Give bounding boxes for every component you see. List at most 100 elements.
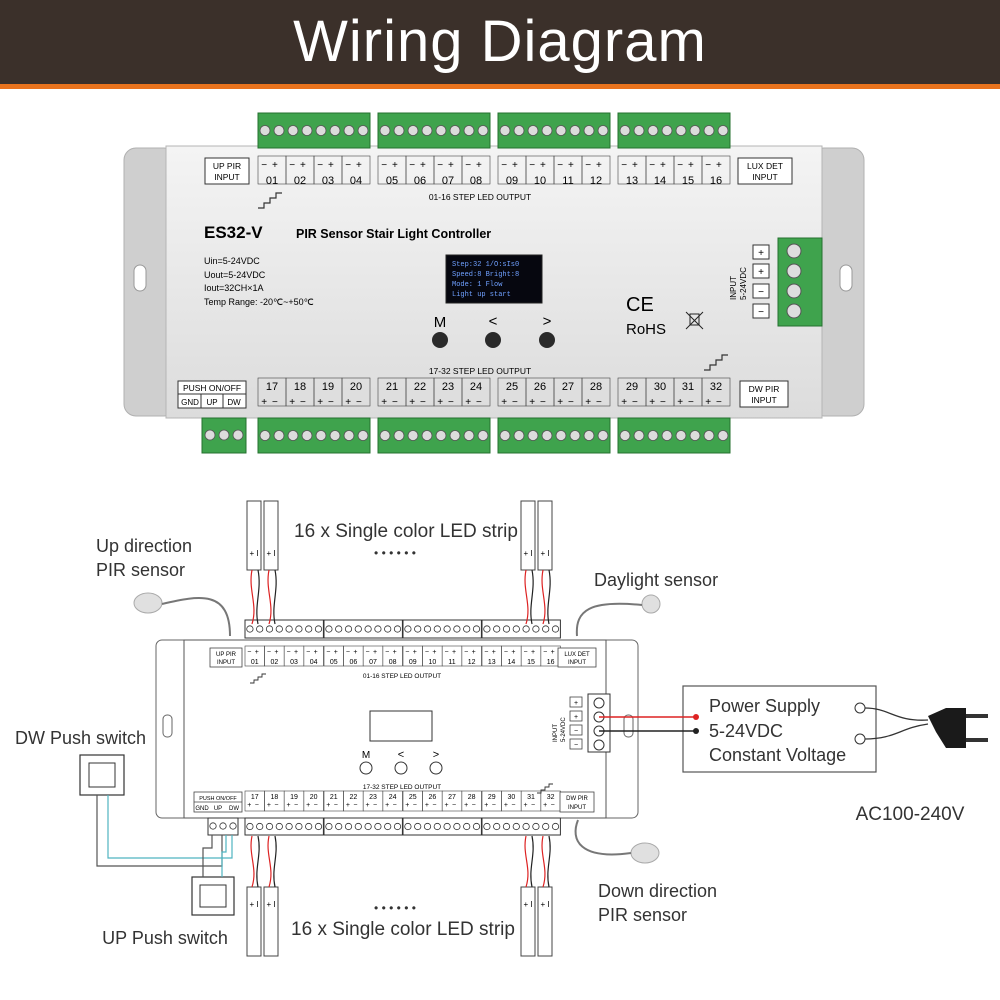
schematic-bottom-polarity-label: +− — [464, 802, 479, 809]
lux-det-label: LUX DET — [747, 161, 783, 171]
left-ear-slot — [133, 264, 147, 292]
schematic-bottom-polarity-label: +− — [405, 802, 420, 809]
photo-top-terminal-block-1[interactable] — [257, 112, 371, 149]
bottom-strip-label: 16 x Single color LED strip — [291, 919, 515, 940]
button-m[interactable] — [432, 332, 448, 348]
schematic-top-channel-number: 13 — [488, 659, 496, 666]
photo-bottom-polarity-label: +− — [409, 397, 430, 408]
photo-top-polarity-label: −+ — [585, 160, 606, 171]
schematic-top-channel-number: 15 — [527, 659, 535, 666]
photo-bottom-polarity-label: +− — [501, 397, 522, 408]
schematic-top-polarity-label: −+ — [464, 649, 479, 656]
schematic-dw-pir-label: DW PIR — [566, 796, 588, 802]
power-supply-box — [682, 685, 877, 773]
photo-top-terminal-block-2[interactable] — [377, 112, 491, 149]
schematic-bottom-terminal-block-3[interactable] — [402, 817, 482, 836]
schematic-top-channel-number: 08 — [389, 659, 397, 666]
photo-bottom-polarity-label: +− — [289, 397, 310, 408]
power-input-terminal[interactable] — [777, 237, 823, 327]
photo-top-channel-number: 13 — [626, 175, 638, 187]
photo-bottom-polarity-label: +− — [345, 397, 366, 408]
rohs-mark: RoHS — [626, 321, 666, 338]
photo-bottom-terminal-block-1[interactable] — [257, 417, 371, 454]
up-gnd-wire — [202, 835, 213, 877]
photo-top-channel-number: 02 — [294, 175, 306, 187]
button-left[interactable] — [485, 332, 501, 348]
schematic-display — [369, 710, 433, 742]
up-sensor-label-2: PIR sensor — [96, 560, 185, 580]
daylight-cable — [575, 602, 643, 637]
button-right[interactable] — [539, 332, 555, 348]
schematic-top-terminal-block-1[interactable] — [244, 619, 324, 639]
photo-top-channel-number: 12 — [590, 175, 602, 187]
strip-pin-label: + I — [540, 900, 549, 909]
ac-voltage-label: AC100-240V — [856, 804, 965, 825]
photo-top-channel-number: 01 — [266, 175, 278, 187]
spec-line-2: Uout=5-24VDC — [204, 270, 266, 280]
photo-bottom-channel-number: 29 — [626, 381, 638, 393]
daylight-sensor-icon — [641, 594, 661, 614]
schematic-bottom-channel-number: 20 — [310, 794, 318, 801]
schematic-bottom-channel-number: 18 — [271, 794, 279, 801]
schematic-top-terminal-block-4[interactable] — [481, 619, 561, 639]
schematic-bottom-channel-number: 24 — [389, 794, 397, 801]
photo-bottom-terminal-block-4[interactable] — [617, 417, 731, 454]
controller-name: PIR Sensor Stair Light Controller — [296, 227, 491, 241]
schematic-top-polarity-label: −+ — [444, 649, 459, 656]
input-pin-4: − — [758, 307, 764, 318]
schematic-top-terminal-block-2[interactable] — [323, 619, 403, 639]
schematic-input-voltage: 5-24VDC — [561, 717, 567, 742]
photo-top-terminal-block-3[interactable] — [497, 112, 611, 149]
schematic-bottom-channel-number: 32 — [547, 794, 555, 801]
schematic-bottom-terminal-block-1[interactable] — [244, 817, 324, 836]
led-strip-bottom-right: + I + I — [520, 835, 553, 957]
daylight-sensor-label: Daylight sensor — [594, 570, 718, 590]
dw-pir-label-2: INPUT — [751, 395, 777, 405]
photo-bottom-channel-number: 27 — [562, 381, 574, 393]
schematic-push-label: PUSH ON/OFF — [199, 796, 237, 802]
photo-push-terminal[interactable] — [201, 417, 247, 454]
photo-top-channel-number: 09 — [506, 175, 518, 187]
strip-pin-label: + I — [266, 900, 275, 909]
photo-top-polarity-label: −+ — [409, 160, 430, 171]
schematic-bottom-polarity-label: +− — [484, 802, 499, 809]
up-push-switch-label: UP Push switch — [102, 928, 228, 948]
photo-top-channel-number: 05 — [386, 175, 398, 187]
dw-pir-label: DW PIR — [749, 384, 780, 394]
schematic-top-polarity-label: −+ — [543, 649, 558, 656]
schematic-input-pin-4: − — [574, 742, 578, 749]
led-strip-top-left: + I + I — [246, 500, 279, 625]
up-pir-sensor-icon — [133, 592, 163, 614]
photo-bottom-channel-number: 19 — [322, 381, 334, 393]
schematic-bottom-polarity-label: +− — [326, 802, 341, 809]
schematic-bottom-polarity-label: +− — [267, 802, 282, 809]
schematic-top-polarity-label: −+ — [365, 649, 380, 656]
schematic-top-channel-number: 02 — [271, 659, 279, 666]
schematic-bottom-polarity-label: +− — [543, 802, 558, 809]
photo-bottom-terminal-block-2[interactable] — [377, 417, 491, 454]
schematic-bottom-terminal-block-2[interactable] — [323, 817, 403, 836]
schematic-bottom-polarity-label: +− — [365, 802, 380, 809]
schematic-bottom-channel-number: 22 — [350, 794, 358, 801]
photo-top-terminal-block-4[interactable] — [617, 112, 731, 149]
photo-top-polarity-label: −+ — [317, 160, 338, 171]
schematic-bottom-output-label: 17-32 STEP LED OUTPUT — [363, 784, 441, 791]
up-pir-cable — [161, 597, 231, 637]
top-strip-label: 16 x Single color LED strip — [294, 521, 518, 542]
photo-top-polarity-label: −+ — [437, 160, 458, 171]
led-strip-top-right: + I + I — [520, 500, 553, 625]
schematic-top-terminal-block-3[interactable] — [402, 619, 482, 639]
schematic-bottom-polarity-label: +− — [504, 802, 519, 809]
schematic-top-channel-number: 10 — [429, 659, 437, 666]
photo-bottom-terminal-block-3[interactable] — [497, 417, 611, 454]
schematic-bottom-polarity-label: +− — [306, 802, 321, 809]
power-supply-voltage: 5-24VDC — [709, 721, 783, 741]
schematic-push-terminal[interactable] — [207, 817, 239, 836]
schematic-bottom-channel-number: 26 — [429, 794, 437, 801]
input-pin-2: + — [758, 267, 764, 278]
title-banner — [0, 0, 1000, 84]
schematic-top-polarity-label: −+ — [523, 649, 538, 656]
schematic-bottom-terminal-block-4[interactable] — [481, 817, 561, 836]
stair-icon — [258, 192, 282, 209]
schematic-button-left-label: < — [398, 749, 404, 761]
